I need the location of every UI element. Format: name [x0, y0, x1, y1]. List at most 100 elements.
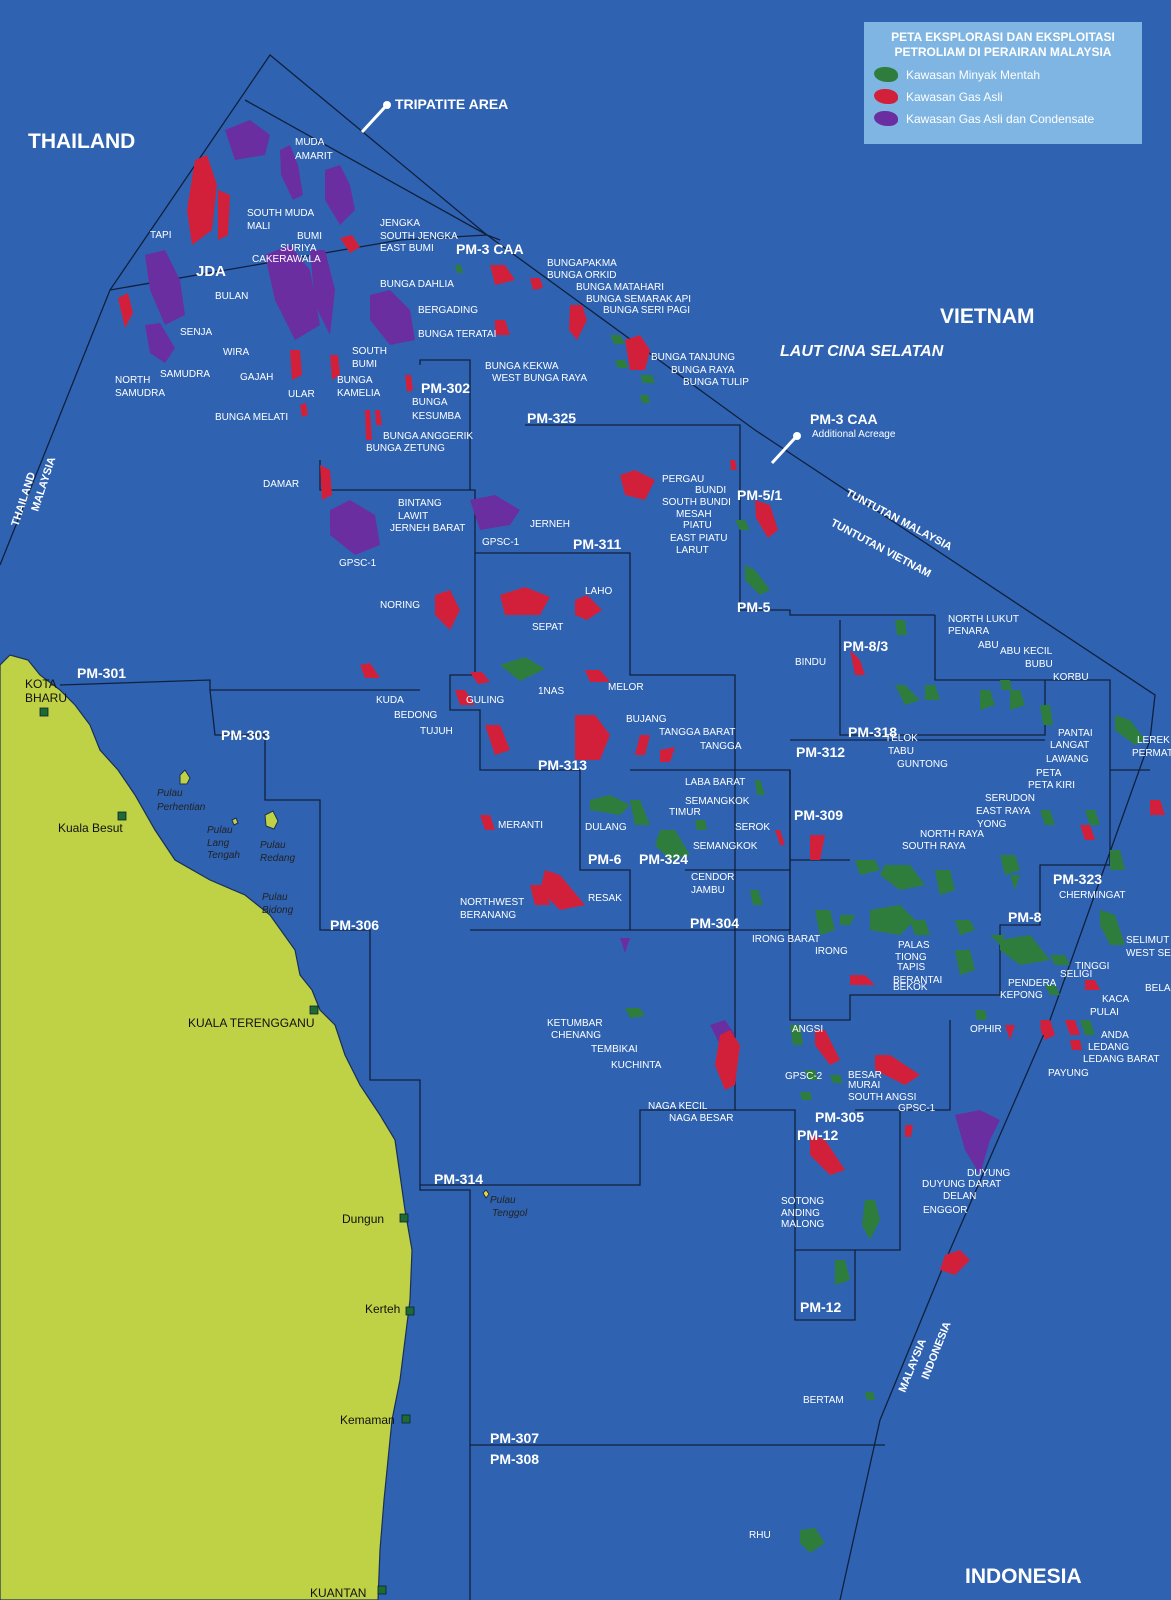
block-label: PM-305	[815, 1109, 864, 1125]
town-label: Kuala Besut	[58, 821, 123, 835]
block-label: PM-309	[794, 807, 843, 823]
field-label: SOUTH BUNDI	[662, 497, 731, 508]
field-label: WIRA	[223, 347, 249, 358]
additional-acreage-label: Additional Acreage	[812, 429, 896, 440]
field-label: MALONG	[781, 1219, 825, 1230]
field-label: GPSC-1	[482, 537, 520, 548]
block-label: PM-8	[1008, 909, 1042, 925]
field-label: BINDU	[795, 657, 826, 668]
field-label: CHENANG	[551, 1030, 601, 1041]
island-label: Pulau	[260, 840, 286, 851]
field-label: GPSC-2	[785, 1071, 823, 1082]
field-label: NAGA KECIL	[648, 1101, 708, 1112]
town-label: Kemaman	[340, 1413, 395, 1427]
field-label: PALAS	[898, 940, 930, 951]
field-label: GUNTONG	[897, 759, 948, 770]
malaysia-land	[0, 654, 413, 1600]
field-label: ABU KECIL	[1000, 646, 1053, 657]
field-label: SAMUDRA	[115, 388, 165, 399]
block-label: PM-304	[690, 915, 739, 931]
field-label: YONG	[977, 819, 1007, 830]
pm3caa-additional-label: PM-3 CAA	[810, 411, 878, 427]
field-label: LARUT	[676, 545, 709, 556]
field-label: TABU	[888, 746, 914, 757]
field-label: BUNGA TULIP	[683, 377, 749, 388]
field-label: SENJA	[180, 327, 213, 338]
field-label: RESAK	[588, 893, 622, 904]
field-label: BULAN	[215, 291, 248, 302]
field-label: IRONG BARAT	[752, 934, 820, 945]
field-label: GULING	[466, 695, 505, 706]
field-label: NORTHWEST	[460, 897, 524, 908]
island-tenggol	[482, 1189, 490, 1199]
legend-item-gas: Kawasan Gas Asli	[874, 89, 1132, 104]
island-label: Pulau	[207, 825, 233, 836]
gas-swatch	[874, 89, 898, 104]
field-label: BUNGA	[412, 397, 448, 408]
block-label: PM-308	[490, 1451, 539, 1467]
field-label: SOUTH RAYA	[902, 841, 966, 852]
field-label: KETUMBAR	[547, 1018, 603, 1029]
town-label: Kerteh	[365, 1302, 400, 1316]
block-label: PM-312	[796, 744, 845, 760]
field-label: MESAH	[676, 509, 712, 520]
field-label: SAMUDRA	[160, 369, 210, 380]
field-label: PIATU	[683, 520, 712, 531]
town-label: KUALA TERENGGANU	[188, 1016, 314, 1030]
field-label: SEMANGKOK	[693, 841, 758, 852]
field-label: RHU	[749, 1530, 771, 1541]
block-label: PM-324	[639, 851, 688, 867]
field-label: BUNGAPAKMA	[547, 258, 617, 269]
oil-swatch	[874, 67, 898, 82]
condensate-swatch	[874, 111, 898, 126]
field-label: DAMAR	[263, 479, 299, 490]
field-label: BUNGA TANJUNG	[651, 352, 735, 363]
field-label: KEPONG	[1000, 990, 1043, 1001]
field-label: TANGGA BARAT	[659, 727, 735, 738]
town-label: BHARU	[25, 691, 67, 705]
field-label: CHERMINGAT	[1059, 890, 1125, 901]
field-label: BERGADING	[418, 305, 478, 316]
field-label: BEKOK	[893, 982, 928, 993]
field-label: SOUTH MUDA	[247, 208, 315, 219]
field-label: ANDING	[781, 1208, 820, 1219]
island-label: Perhentian	[157, 802, 206, 813]
country-label-vietnam: VIETNAM	[940, 305, 1035, 328]
field-label: CENDOR	[691, 872, 734, 883]
field-label: KAMELIA	[337, 388, 381, 399]
field-label: LAWIT	[398, 511, 428, 522]
field-label: WEST SELIMUT	[1126, 948, 1171, 959]
field-label: BUMI	[352, 359, 377, 370]
block-label: PM-325	[527, 410, 576, 426]
sea-label: LAUT CINA SELATAN	[780, 343, 944, 360]
field-label: PERMATANG	[1132, 748, 1171, 759]
field-label: SOUTH ANGSI	[848, 1092, 916, 1103]
field-label: BEDONG	[394, 710, 438, 721]
field-label: DUYUNG DARAT	[922, 1179, 1001, 1190]
field-label: SERUDON	[985, 793, 1035, 804]
island-label: Pulau	[157, 788, 183, 799]
field-label: BUJANG	[626, 714, 667, 725]
field-label: MUDA	[295, 137, 325, 148]
field-label: AMARIT	[295, 151, 333, 162]
field-label: TINGGI	[1075, 961, 1109, 972]
field-label: LANGAT	[1050, 740, 1089, 751]
field-label: BUNGA TERATAI	[418, 329, 496, 340]
field-label: BUNGA MATAHARI	[576, 282, 664, 293]
legend-item-condensate: Kawasan Gas Asli dan Condensate	[874, 111, 1132, 126]
field-label: BUMI	[297, 231, 322, 242]
legend: PETA EKSPLORASI DAN EKSPLOITASI PETROLIA…	[864, 22, 1142, 144]
field-label: SEROK	[735, 822, 770, 833]
field-label: TANGGA	[700, 741, 742, 752]
field-label: JAMBU	[691, 885, 725, 896]
block-label: PM-306	[330, 917, 379, 933]
field-label: BUNGA DAHLIA	[380, 279, 454, 290]
field-label: BERANANG	[460, 910, 516, 921]
island-label: Pulau	[262, 892, 288, 903]
block-label: PM-301	[77, 665, 126, 681]
field-label: GAJAH	[240, 372, 273, 383]
field-label: LABA BARAT	[685, 777, 745, 788]
field-label: PAYUNG	[1048, 1068, 1089, 1079]
field-label: BUNGA SEMARAK API	[586, 294, 691, 305]
